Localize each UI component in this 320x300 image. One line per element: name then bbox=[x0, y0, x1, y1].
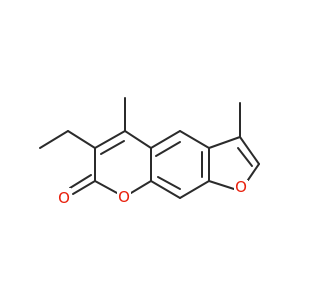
molecule-structure-canvas: O O O bbox=[39, 97, 260, 207]
bonds bbox=[39, 97, 260, 199]
bond-o1-c2 bbox=[94, 180, 118, 194]
bond-c4-c4a bbox=[124, 130, 152, 149]
bond-c8a-o1 bbox=[130, 180, 152, 194]
bond-c5-c5a bbox=[179, 130, 210, 149]
bond-c3-c4-double bbox=[94, 130, 126, 149]
bond-c9a-c9 bbox=[179, 180, 210, 199]
bond-c3-c4-double-inner bbox=[100, 140, 125, 155]
bond-c2-o-carbonyl-a bbox=[72, 180, 96, 195]
bond-c4a-c5-inner bbox=[155, 141, 181, 157]
bond-furan-c-c-double bbox=[239, 136, 260, 165]
bond-c3-ethyl-ch2 bbox=[67, 130, 96, 149]
ring-oxygen-furan-label: O bbox=[235, 178, 247, 196]
bond-furan-c-c-double-inner bbox=[237, 147, 253, 167]
bond-c9-c8a-inner bbox=[157, 176, 181, 190]
bond-furan-c-o bbox=[247, 163, 260, 181]
carbonyl-oxygen-label: O bbox=[58, 189, 70, 207]
bond-c4a-c5 bbox=[150, 130, 181, 149]
atom-labels: O O O bbox=[57, 178, 248, 207]
bond-c5a-c-furan bbox=[208, 136, 241, 149]
bond-ethyl-ch2-ch3 bbox=[39, 130, 69, 149]
bond-c9-c8a bbox=[150, 180, 181, 199]
bond-furan-o-c9a bbox=[208, 180, 235, 190]
ring-oxygen-pyranone-label: O bbox=[118, 188, 130, 206]
bond-c2-o-carbonyl-b bbox=[69, 174, 92, 189]
